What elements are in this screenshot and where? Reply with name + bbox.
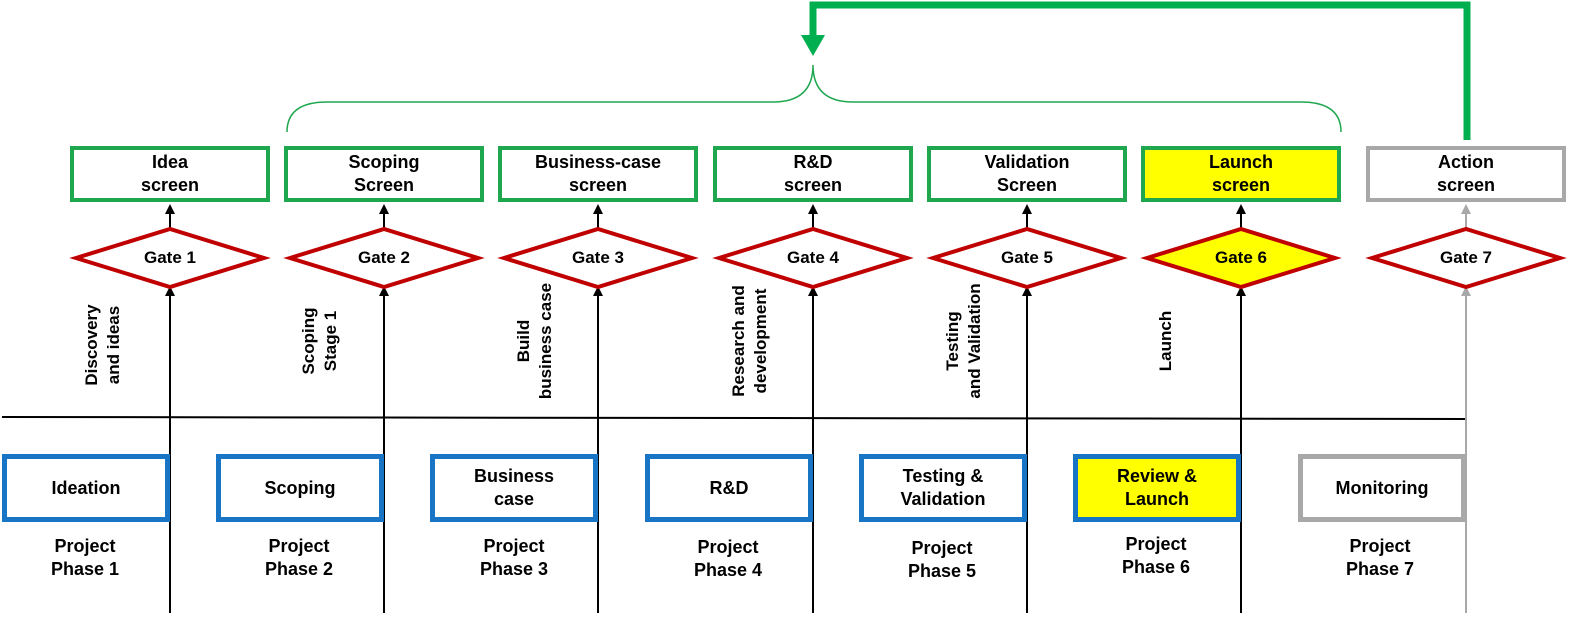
review-brace <box>286 64 1342 133</box>
phase-review-launch: Review & Launch <box>1073 454 1241 522</box>
gate-label-3: Gate 3 <box>572 248 624 267</box>
gate-diamond-1 <box>69 226 271 290</box>
phase-caption-2: Project Phase 2 <box>264 536 334 579</box>
phase-monitoring: Monitoring <box>1298 454 1466 522</box>
gate-diamond-5 <box>926 226 1128 290</box>
gate-label-6: Gate 6 <box>1215 248 1267 267</box>
phase-caption-3: Project Phase 3 <box>479 536 549 579</box>
gate-label-2: Gate 2 <box>358 248 410 267</box>
phase-caption-4: Project Phase 4 <box>693 537 763 580</box>
screen-scoping: Scoping Screen <box>284 146 484 202</box>
feedback-arrowhead <box>801 35 825 56</box>
feedback-loop-arrow <box>809 1 1471 140</box>
screen-rnd: R&D screen <box>713 146 913 202</box>
screen-business-case: Business-case screen <box>498 146 698 202</box>
gate-diamond-7 <box>1365 226 1567 290</box>
phase-business-case: Business case <box>430 454 598 522</box>
phase-caption-5: Project Phase 5 <box>907 538 977 581</box>
phase-caption-1: Project Phase 1 <box>50 536 120 579</box>
screen-idea: Idea screen <box>70 146 270 202</box>
activity-label-4: Research and development <box>729 285 770 397</box>
activity-label-2: Scoping Stage 1 <box>299 307 340 375</box>
phase-testing-validation: Testing & Validation <box>859 454 1027 522</box>
activity-label-6: Launch <box>1156 310 1175 372</box>
gate-label-1: Gate 1 <box>144 248 196 267</box>
screen-launch: Launch screen <box>1141 146 1341 202</box>
screen-action: Action screen <box>1366 146 1566 202</box>
phase-scoping: Scoping <box>216 454 384 522</box>
activity-label-5: Testing and Validation <box>943 283 984 399</box>
phase-caption-6: Project Phase 6 <box>1121 534 1191 577</box>
activity-label-1: Discovery and ideas <box>82 304 123 386</box>
gate-label-4: Gate 4 <box>787 248 839 267</box>
screen-validation: Validation Screen <box>927 146 1127 202</box>
divider-line <box>1 416 1466 420</box>
activity-label-3: Build business case <box>514 282 555 400</box>
phase-caption-7: Project Phase 7 <box>1345 536 1415 579</box>
phase-rnd: R&D <box>645 454 813 522</box>
gate-label-7: Gate 7 <box>1440 248 1492 267</box>
gate-diamond-3 <box>497 226 699 290</box>
phase-ideation: Ideation <box>2 454 170 522</box>
gate-label-5: Gate 5 <box>1001 248 1053 267</box>
gate-diamond-6 <box>1140 226 1342 290</box>
gate-diamond-4 <box>712 226 914 290</box>
gate-diamond-2 <box>283 226 485 290</box>
